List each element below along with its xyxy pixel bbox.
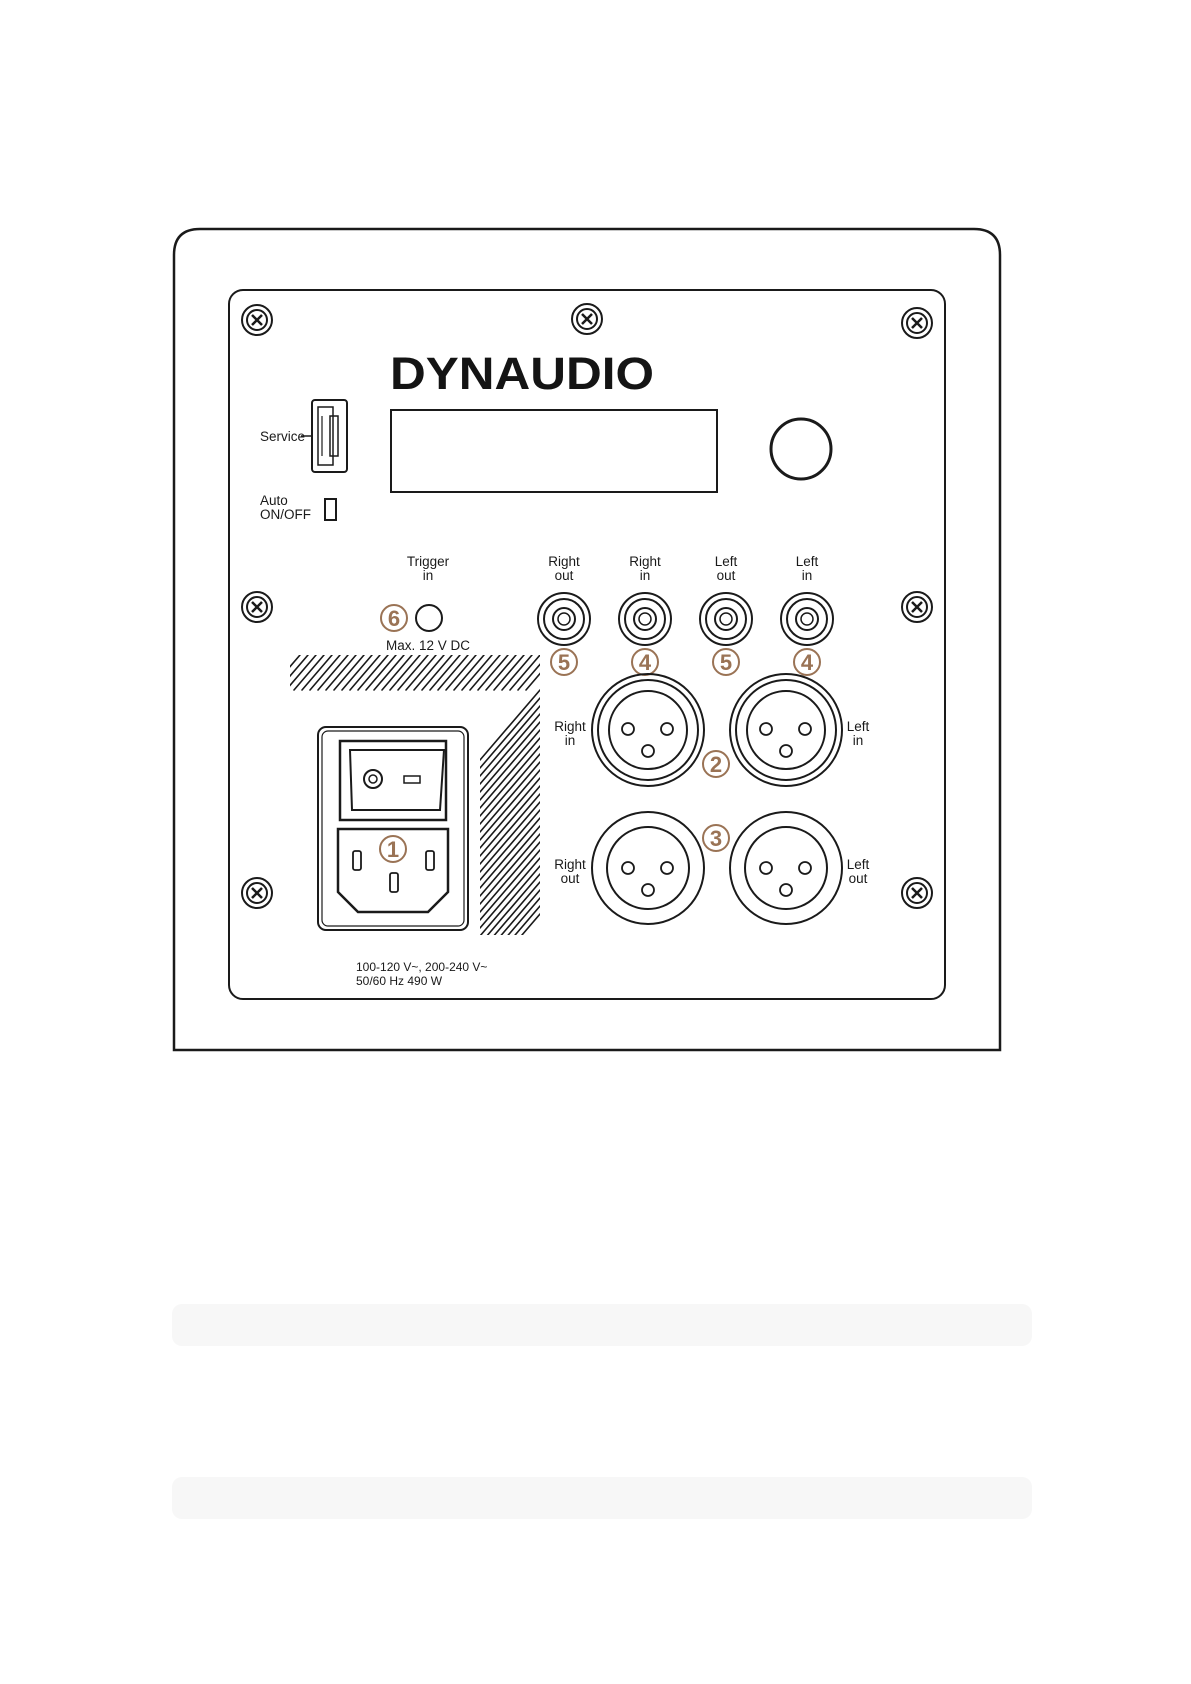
auto-label-line2: ON/OFF [260,507,311,522]
power-switch[interactable] [340,741,446,820]
xlr-output-right[interactable] [592,812,704,924]
max-voltage-label: Max. 12 V DC [386,638,470,653]
screw-icon [902,592,932,622]
callout-6: 6 [388,606,400,631]
blank-bar-upper [172,1304,1032,1346]
display-window [391,410,717,492]
rca-4-label-line2: in [802,568,813,583]
rca-2-callout: 4 [639,650,652,675]
rca-3-callout: 5 [720,650,732,675]
rca-1-callout: 5 [558,650,570,675]
xlr-input-right-label-line1: Right [554,719,586,734]
rca-2-label-line2: in [640,568,651,583]
power-rating-line1: 100-120 V~, 200-240 V~ [356,960,487,974]
callout-1: 1 [387,837,399,862]
xlr-input-right[interactable] [592,674,704,786]
screw-icon [572,304,602,334]
screw-icon [902,878,932,908]
xlr-output-right-label-line2: out [561,871,580,886]
service-label: Service [260,429,305,444]
rca-2-label-line1: Right [629,554,661,569]
rca-jack-4[interactable] [781,593,833,645]
control-knob[interactable] [771,419,831,479]
service-usb-port[interactable] [301,400,347,472]
xlr-output-right-label-line1: Right [554,857,586,872]
rca-jack-2[interactable] [619,593,671,645]
xlr-input-right-label-line2: in [565,733,576,748]
rca-4-callout: 4 [801,650,814,675]
screw-icon [242,592,272,622]
rca-jack-3[interactable] [700,593,752,645]
auto-label-line1: Auto [260,493,288,508]
rca-3-label-line2: out [717,568,736,583]
xlr-input-left[interactable] [730,674,842,786]
xlr-input-left-label-line1: Left [847,719,870,734]
rca-4-label-line1: Left [796,554,819,569]
trigger-label-line2: in [423,568,434,583]
trigger-label-line1: Trigger [407,554,450,569]
xlr-output-left[interactable] [730,812,842,924]
screw-icon [242,878,272,908]
xlr-output-left-label-line2: out [849,871,868,886]
xlr-output-left-label-line1: Left [847,857,870,872]
rca-3-label-line1: Left [715,554,738,569]
callout-3: 3 [710,826,722,851]
auto-on-off-switch[interactable] [325,499,336,520]
blank-bar-lower [172,1477,1032,1519]
trigger-jack[interactable] [416,605,442,631]
callout-2: 2 [710,752,722,777]
power-rating-line2: 50/60 Hz 490 W [356,974,443,988]
screw-icon [902,308,932,338]
rca-jack-1[interactable] [538,593,590,645]
brand-logo: DYNAUDIO [390,348,654,399]
xlr-input-left-label-line2: in [853,733,864,748]
screw-icon [242,305,272,335]
rca-1-label-line2: out [555,568,574,583]
rca-1-label-line1: Right [548,554,580,569]
